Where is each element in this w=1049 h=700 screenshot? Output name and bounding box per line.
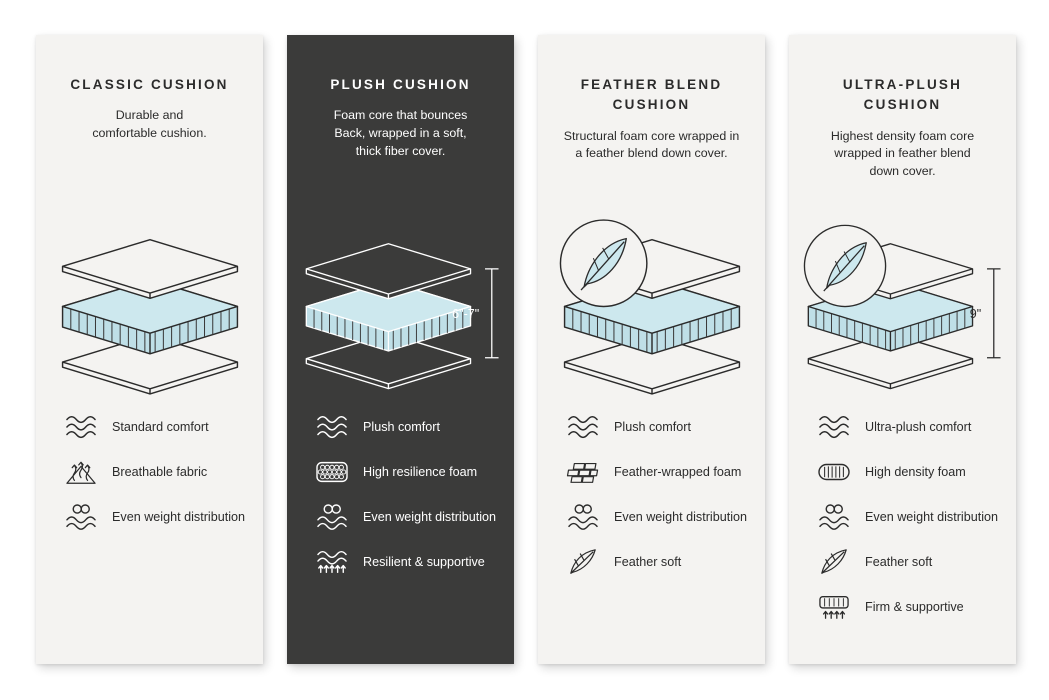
- feature-row: Even weight distribution: [62, 501, 249, 533]
- card-classic-cushion: CLASSIC CUSHION Durable and comfortable …: [36, 35, 263, 664]
- waves-icon: [568, 415, 598, 439]
- feature-label: Even weight distribution: [865, 509, 999, 524]
- card-plush-cushion: PLUSH CUSHION Foam core that bounces Bac…: [287, 35, 514, 664]
- feather-badge-icon: [559, 219, 648, 308]
- feature-row: Breathable fabric: [62, 456, 249, 488]
- feature-row: Feather soft: [815, 546, 1002, 578]
- weight-distribution-icon: [66, 504, 96, 530]
- feature-label: High resilience foam: [363, 464, 478, 479]
- feature-label: Resilient & supportive: [363, 554, 485, 569]
- resilient-icon: [317, 550, 347, 574]
- waves-icon: [317, 415, 347, 439]
- card-description: Highest density foam core wrapped in fea…: [830, 128, 975, 179]
- feature-row: Even weight distribution: [815, 501, 1002, 533]
- card-header: FEATHER BLEND CUSHION Structural foam co…: [538, 75, 765, 207]
- feature-label: Even weight distribution: [363, 509, 497, 524]
- card-header: ULTRA-PLUSH CUSHION Highest density foam…: [789, 75, 1016, 207]
- feature-row: Feather-wrapped foam: [564, 456, 751, 488]
- feature-label: Breathable fabric: [112, 464, 208, 479]
- height-label: 9": [970, 307, 981, 321]
- exploded-cushion-icon: [559, 219, 740, 395]
- height-measurement: [987, 268, 1001, 359]
- feature-row: Ultra-plush comfort: [815, 411, 1002, 443]
- density-icon: [818, 463, 850, 481]
- feather-icon: [821, 549, 847, 574]
- card-title: CLASSIC CUSHION: [70, 77, 229, 92]
- feature-row: Plush comfort: [313, 411, 500, 443]
- feature-label: Ultra-plush comfort: [865, 419, 972, 434]
- feature-row: Plush comfort: [564, 411, 751, 443]
- feature-list: Plush comfort High resilience foam Even …: [287, 407, 514, 591]
- feature-row: High density foam: [815, 456, 1002, 488]
- feature-label: Firm & supportive: [865, 599, 964, 614]
- cushion-illustration: 6"-7": [287, 207, 514, 407]
- feature-row: Resilient & supportive: [313, 546, 500, 578]
- breathable-icon: [66, 461, 96, 484]
- feature-label: Even weight distribution: [112, 509, 246, 524]
- card-ultra-plush-cushion: ULTRA-PLUSH CUSHION Highest density foam…: [789, 35, 1016, 664]
- feature-label: Plush comfort: [614, 419, 691, 434]
- feature-label: High density foam: [865, 464, 966, 479]
- card-description: Durable and comfortable cushion.: [92, 108, 207, 141]
- feature-label: Even weight distribution: [614, 509, 748, 524]
- feature-label: Plush comfort: [363, 419, 440, 434]
- firm-supportive-icon: [819, 596, 849, 619]
- feature-label: Feather-wrapped foam: [614, 464, 742, 479]
- feature-row: Even weight distribution: [564, 501, 751, 533]
- exploded-cushion-icon: 9": [803, 224, 1001, 390]
- bricks-icon: [565, 462, 600, 483]
- waves-icon: [66, 415, 96, 439]
- feature-list: Plush comfort Feather-wrapped foam Even …: [538, 407, 765, 591]
- cushion-illustration: [538, 207, 765, 407]
- exploded-cushion-icon: 6"-7": [305, 243, 499, 390]
- waves-icon: [819, 415, 849, 439]
- height-measurement: [485, 268, 499, 359]
- feature-label: Feather soft: [614, 554, 682, 569]
- weight-distribution-icon: [568, 504, 598, 530]
- cushion-illustration: 9": [789, 207, 1016, 407]
- card-header: PLUSH CUSHION Foam core that bounces Bac…: [287, 75, 514, 207]
- card-feather-blend-cushion: FEATHER BLEND CUSHION Structural foam co…: [538, 35, 765, 664]
- exploded-cushion-icon: [61, 238, 238, 395]
- feature-label: Feather soft: [865, 554, 933, 569]
- feature-row: High resilience foam: [313, 456, 500, 488]
- card-description: Foam core that bounces Back, wrapped in …: [333, 108, 468, 159]
- feature-list: Ultra-plush comfort High density foam Ev…: [789, 407, 1016, 636]
- feature-label: Standard comfort: [112, 419, 209, 434]
- cushion-comparison-board: CLASSIC CUSHION Durable and comfortable …: [36, 35, 1016, 664]
- feature-row: Standard comfort: [62, 411, 249, 443]
- card-title: FEATHER BLEND CUSHION: [580, 77, 723, 113]
- card-title: ULTRA-PLUSH CUSHION: [842, 77, 963, 113]
- feature-row: Even weight distribution: [313, 501, 500, 533]
- honeycomb-icon: [316, 461, 348, 483]
- feather-icon: [570, 549, 596, 574]
- feature-row: Firm & supportive: [815, 591, 1002, 623]
- height-label: 6"-7": [452, 307, 479, 321]
- cushion-illustration: [36, 207, 263, 407]
- card-title: PLUSH CUSHION: [330, 77, 471, 92]
- card-header: CLASSIC CUSHION Durable and comfortable …: [36, 75, 263, 207]
- card-description: Structural foam core wrapped in a feathe…: [563, 128, 740, 161]
- feature-list: Standard comfort Breathable fabric Even …: [36, 407, 263, 546]
- feature-row: Feather soft: [564, 546, 751, 578]
- weight-distribution-icon: [317, 504, 347, 530]
- feather-badge-icon: [803, 224, 887, 308]
- weight-distribution-icon: [819, 504, 849, 530]
